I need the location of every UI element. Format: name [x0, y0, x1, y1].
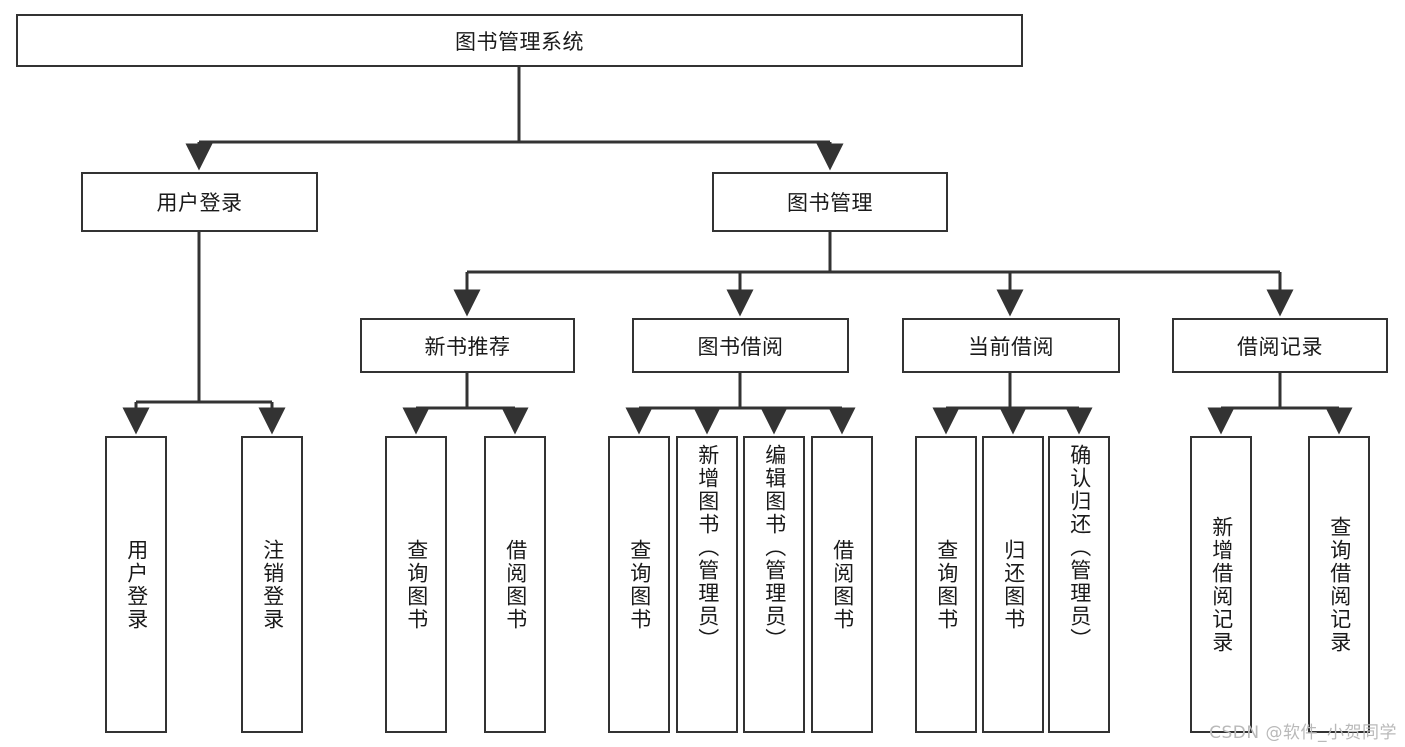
leaf-query-record[interactable]: 查询借阅记录	[1308, 436, 1370, 733]
node-book-manage[interactable]: 图书管理	[712, 172, 948, 232]
node-book-manage-label: 图书管理	[787, 191, 873, 215]
leaf-user-login[interactable]: 用户登录	[105, 436, 167, 733]
leaf-add-record-label: 新增借阅记录	[1209, 515, 1234, 654]
node-root[interactable]: 图书管理系统	[16, 14, 1023, 67]
node-book-borrow-label: 图书借阅	[697, 334, 784, 359]
leaf-borrow-book-2[interactable]: 借阅图书	[811, 436, 873, 733]
leaf-query-book-1[interactable]: 查询图书	[385, 436, 447, 733]
csdn-watermark: CSDN @软件_小贺同学	[1209, 723, 1397, 743]
node-borrow-record-label: 借阅记录	[1237, 334, 1323, 359]
node-borrow-record[interactable]: 借阅记录	[1172, 318, 1388, 373]
leaf-add-book[interactable]: 新增图书（管理员）	[676, 436, 738, 733]
leaf-query-book-3[interactable]: 查询图书	[915, 436, 977, 733]
node-new-book-rec-label: 新书推荐	[424, 334, 511, 359]
leaf-query-book-3-label: 查询图书	[934, 538, 959, 631]
leaf-user-login-label: 用户登录	[124, 538, 149, 631]
leaf-edit-book[interactable]: 编辑图书（管理员）	[743, 436, 805, 733]
leaf-confirm-return-label: 确认归还（管理员）	[1067, 444, 1092, 651]
node-new-book-rec[interactable]: 新书推荐	[360, 318, 575, 373]
node-current-borrow[interactable]: 当前借阅	[902, 318, 1120, 373]
leaf-return-book[interactable]: 归还图书	[982, 436, 1044, 733]
leaf-add-book-label: 新增图书（管理员）	[695, 444, 720, 651]
leaf-query-book-2-label: 查询图书	[627, 538, 652, 631]
leaf-add-record[interactable]: 新增借阅记录	[1190, 436, 1252, 733]
leaf-user-logout[interactable]: 注销登录	[241, 436, 303, 733]
leaf-query-record-label: 查询借阅记录	[1327, 515, 1352, 654]
node-book-borrow[interactable]: 图书借阅	[632, 318, 849, 373]
leaf-return-book-label: 归还图书	[1001, 538, 1026, 631]
node-current-borrow-label: 当前借阅	[968, 334, 1054, 359]
node-root-label: 图书管理系统	[455, 29, 584, 54]
node-user-login-label: 用户登录	[156, 191, 243, 215]
leaf-edit-book-label: 编辑图书（管理员）	[762, 444, 787, 651]
leaf-user-logout-label: 注销登录	[260, 538, 285, 631]
leaf-borrow-book-2-label: 借阅图书	[830, 538, 855, 631]
leaf-borrow-book-1[interactable]: 借阅图书	[484, 436, 546, 733]
leaf-borrow-book-1-label: 借阅图书	[503, 538, 528, 631]
leaf-query-book-2[interactable]: 查询图书	[608, 436, 670, 733]
leaf-query-book-1-label: 查询图书	[404, 538, 429, 631]
node-user-login[interactable]: 用户登录	[81, 172, 318, 232]
leaf-confirm-return[interactable]: 确认归还（管理员）	[1048, 436, 1110, 733]
